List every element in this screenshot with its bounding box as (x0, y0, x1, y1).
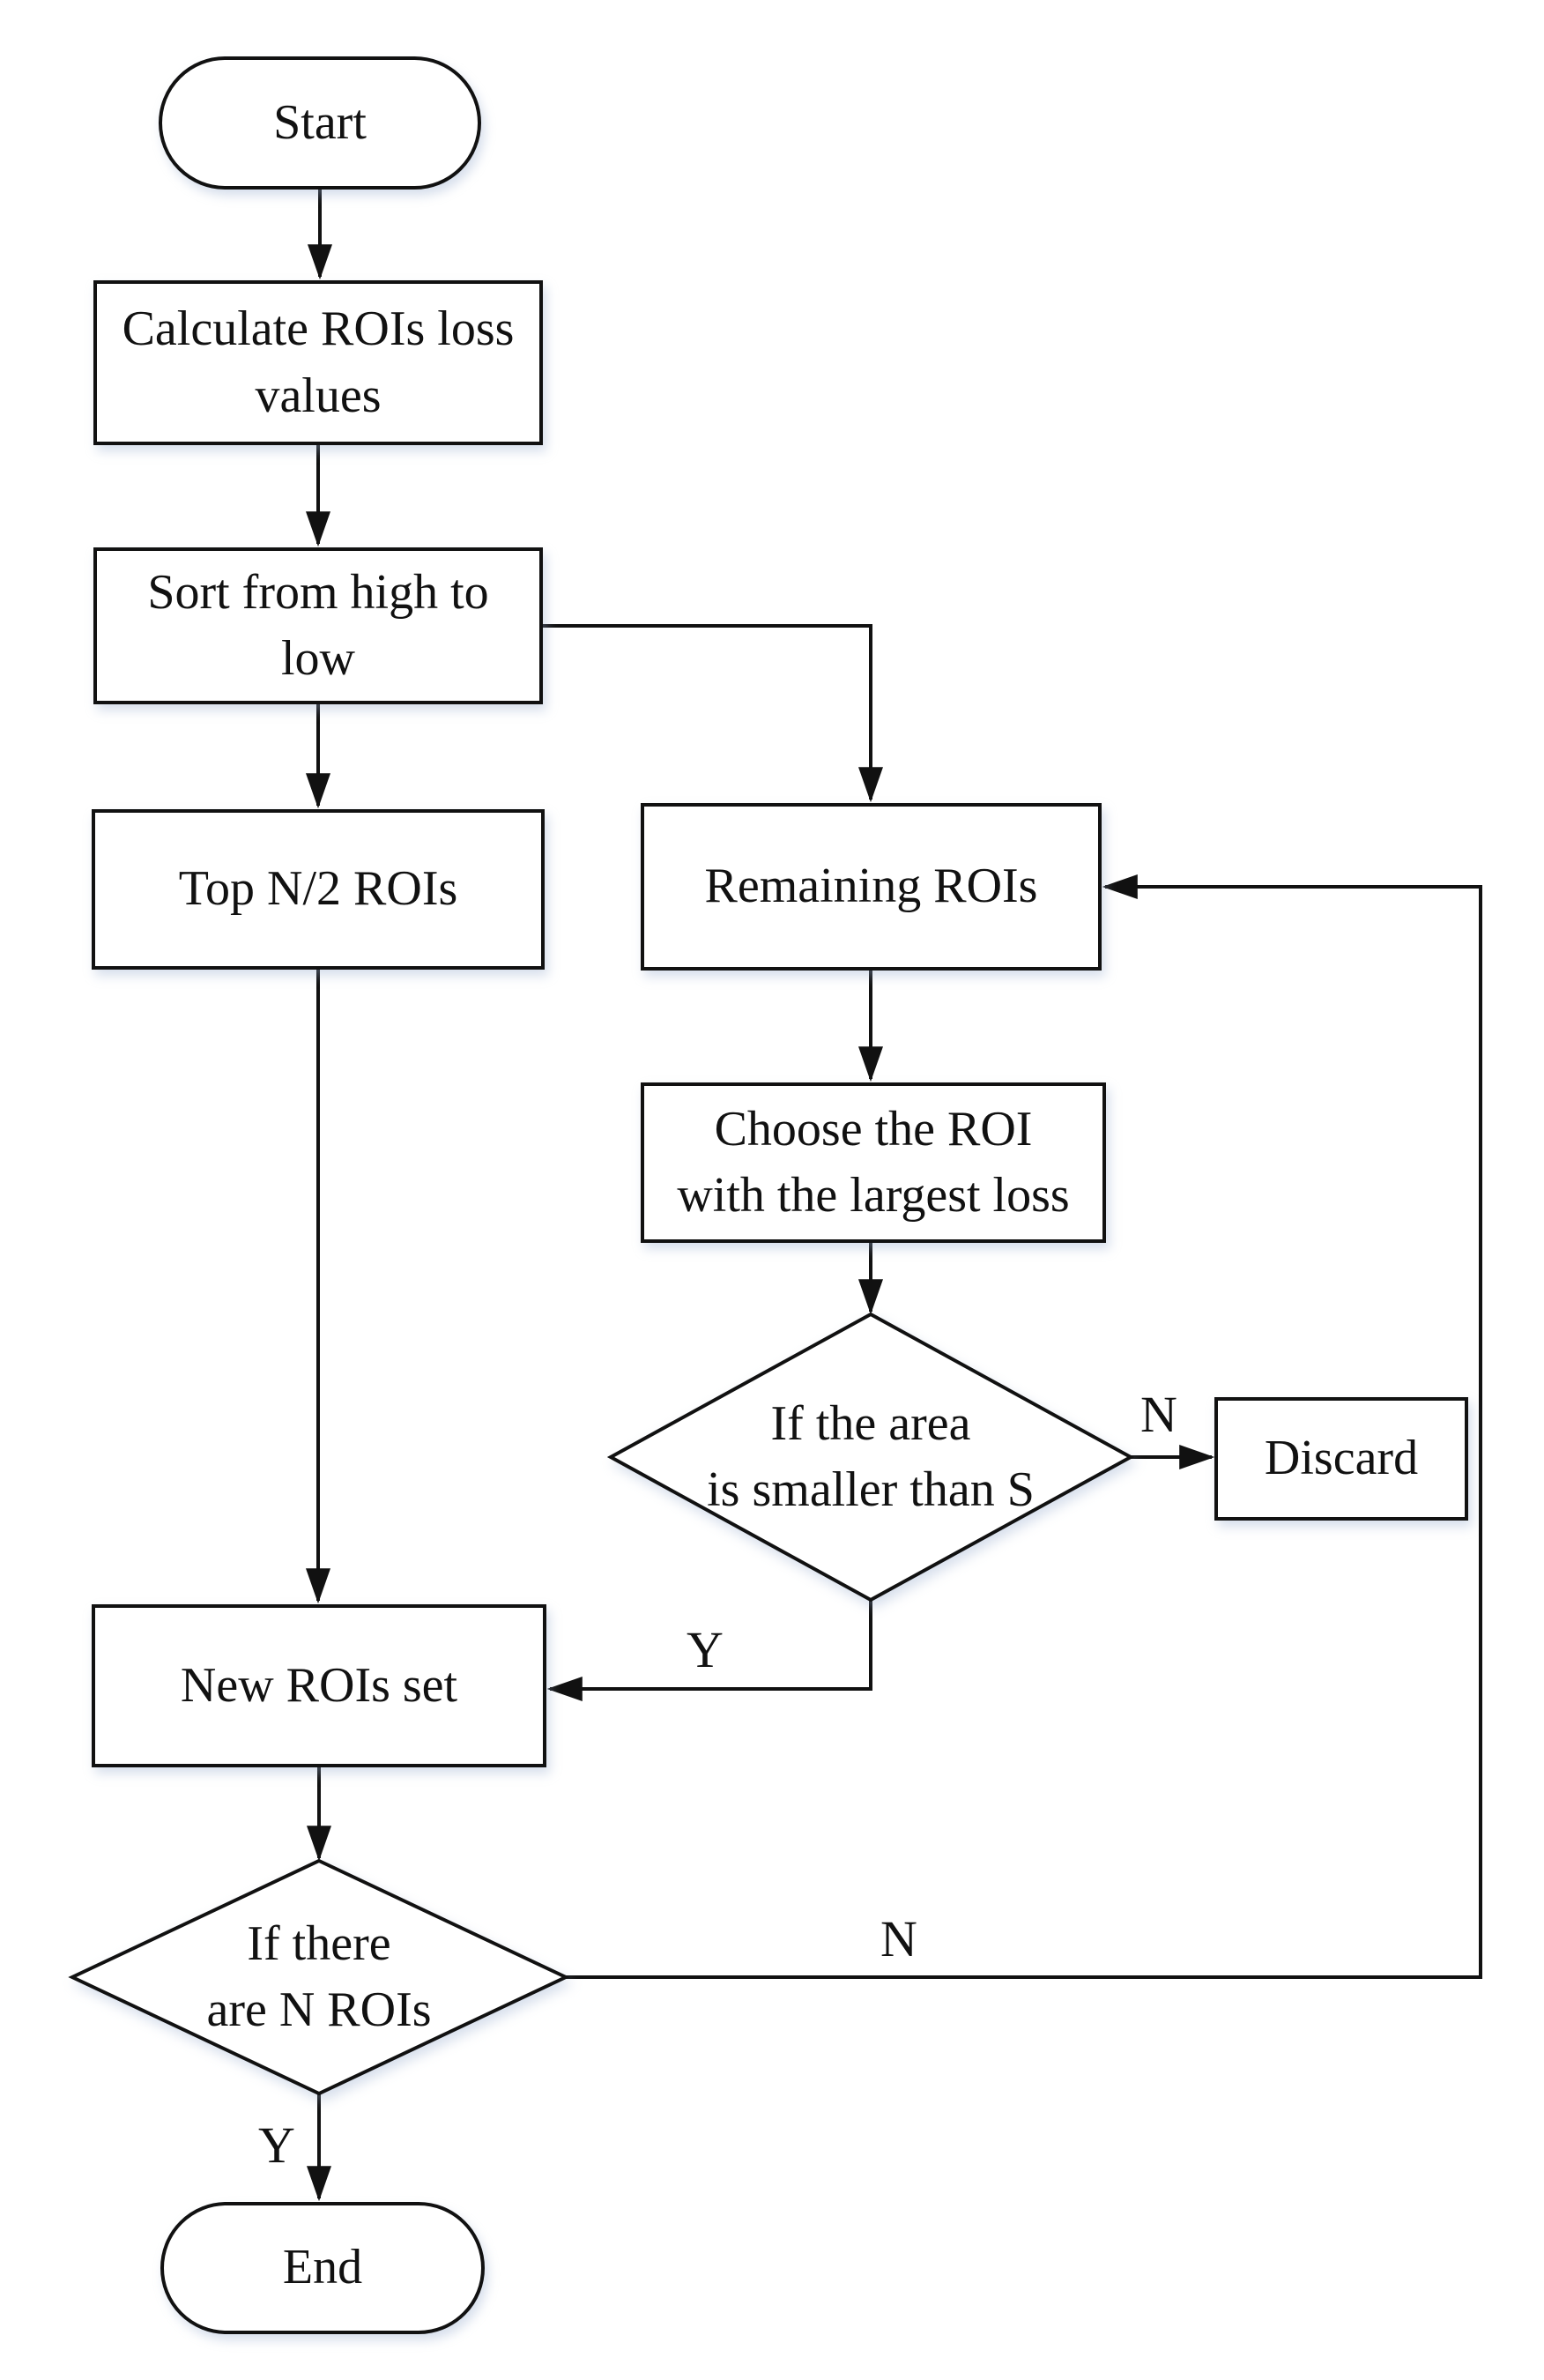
top-half-rois-node-label: Top N/2 ROIs (178, 861, 458, 917)
area-check-no-label: N (1140, 1386, 1177, 1443)
count-check-decision-label: If there are N ROIs (206, 1915, 432, 2037)
top-half-rois-node: Top N/2 ROIs (92, 809, 545, 970)
edge-area-check-to-new-set (546, 1600, 872, 1701)
count-check-no-label: N (880, 1910, 917, 1967)
choose-roi-node-label: Choose the ROI with the largest loss (677, 1101, 1070, 1223)
choose-roi-node: Choose the ROI with the largest loss (641, 1082, 1106, 1243)
sort-node-label: Sort from high to low (147, 564, 489, 686)
new-rois-set-node: New ROIs set (92, 1604, 546, 1767)
count-check-decision-shape (68, 1858, 570, 2096)
area-check-decision-shape (606, 1312, 1135, 1603)
area-check-decision-label: If the area is smaller than S (707, 1395, 1035, 1517)
edge-sort-to-remaining (543, 624, 883, 803)
discard-node-label: Discard (1264, 1431, 1419, 1486)
calculate-loss-node: Calculate ROIs loss values (93, 280, 543, 445)
area-check-yes-label: Y (687, 1621, 724, 1678)
end-node-label: End (282, 2240, 363, 2295)
remaining-rois-node: Remaining ROIs (641, 803, 1102, 971)
start-node-label: Start (273, 94, 367, 150)
sort-node: Sort from high to low (93, 547, 543, 704)
edge-count-check-to-remaining-loop (566, 874, 1482, 1979)
count-check-yes-label: Y (258, 2116, 295, 2174)
discard-node: Discard (1214, 1397, 1468, 1521)
remaining-rois-node-label: Remaining ROIs (704, 859, 1038, 914)
calculate-loss-node-label: Calculate ROIs loss values (122, 301, 515, 423)
end-node: End (160, 2202, 485, 2334)
new-rois-set-node-label: New ROIs set (180, 1657, 458, 1713)
start-node: Start (159, 56, 481, 190)
